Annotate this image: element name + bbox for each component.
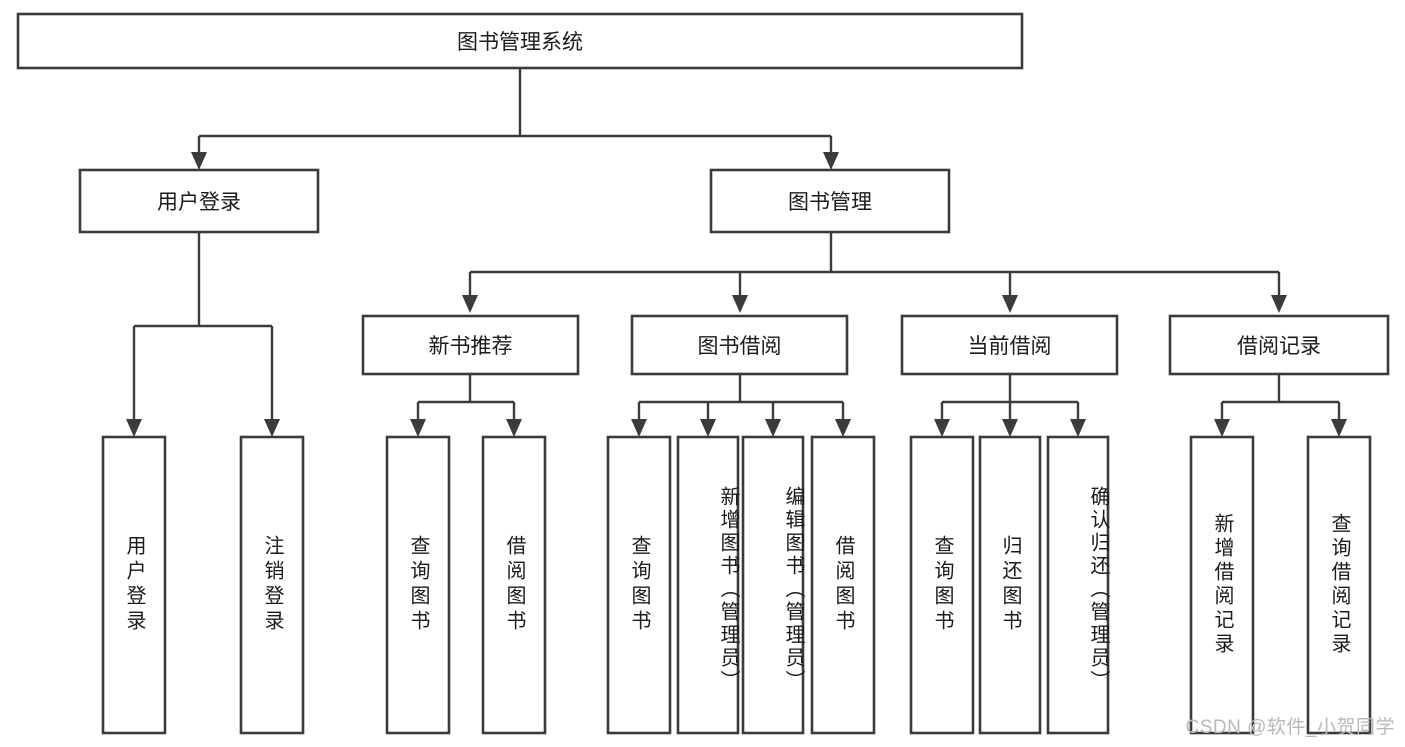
arrow-cb-leaf-2 bbox=[1002, 419, 1018, 437]
arrow-to-current-borrow bbox=[1002, 295, 1018, 313]
connector-current-borrow-bus bbox=[940, 374, 1080, 427]
connector-borrow-record-bus bbox=[1220, 374, 1341, 427]
arrow-bb-leaf-3 bbox=[765, 419, 781, 437]
node-new-book-recommend[interactable] bbox=[361, 314, 580, 376]
arrow-cb-leaf-3 bbox=[1070, 419, 1086, 437]
connector-user-login-bus bbox=[132, 232, 274, 427]
leaf-box-edit-book-admin[interactable] bbox=[741, 435, 805, 735]
leaf-box-query-book-cb[interactable] bbox=[909, 435, 975, 735]
arrow-br-leaf-1 bbox=[1214, 419, 1230, 437]
arrow-bb-leaf-4 bbox=[835, 419, 851, 437]
connector-new-book-bus bbox=[416, 374, 516, 427]
node-current-borrow[interactable] bbox=[900, 314, 1119, 376]
leaf-box-add-book-admin[interactable] bbox=[676, 435, 740, 735]
watermark-text: CSDN @软件_小贺同学 bbox=[1185, 717, 1395, 738]
arrow-nb-leaf-2 bbox=[506, 419, 522, 437]
leaf-box-query-book-bb[interactable] bbox=[606, 435, 672, 735]
node-root[interactable] bbox=[16, 12, 1024, 70]
leaf-box-logout[interactable] bbox=[239, 435, 305, 735]
connector-book-borrow-bus bbox=[637, 374, 845, 427]
leaf-box-confirm-return-admin[interactable] bbox=[1046, 435, 1110, 735]
arrow-to-borrow-record bbox=[1271, 295, 1287, 313]
arrow-bb-leaf-2 bbox=[700, 419, 716, 437]
arrow-to-new-book bbox=[462, 295, 478, 313]
node-book-borrow[interactable] bbox=[630, 314, 849, 376]
node-user-login[interactable] bbox=[78, 168, 320, 234]
arrow-cb-leaf-1 bbox=[934, 419, 950, 437]
node-book-management[interactable] bbox=[709, 168, 951, 234]
arrow-to-book-borrow bbox=[732, 295, 748, 313]
leaf-box-add-borrow-record[interactable] bbox=[1189, 435, 1255, 735]
leaf-box-return-book[interactable] bbox=[978, 435, 1042, 735]
leaf-box-borrow-book-bb[interactable] bbox=[810, 435, 876, 735]
arrow-to-user-login bbox=[191, 152, 207, 170]
arrow-to-book-mgmt bbox=[823, 152, 839, 170]
leaf-box-user-login[interactable] bbox=[101, 435, 167, 735]
connector-root-bus bbox=[197, 68, 833, 160]
connector-book-mgmt-bus bbox=[468, 232, 1281, 303]
leaf-box-query-book-nb[interactable] bbox=[385, 435, 451, 735]
arrow-br-leaf-2 bbox=[1331, 419, 1347, 437]
leaf-box-query-borrow-record[interactable] bbox=[1306, 435, 1372, 735]
leaf-box-borrow-book-nb[interactable] bbox=[481, 435, 547, 735]
arrow-to-leaf-user-login bbox=[126, 419, 142, 437]
arrow-bb-leaf-1 bbox=[631, 419, 647, 437]
arrow-nb-leaf-1 bbox=[410, 419, 426, 437]
arrow-to-leaf-logout bbox=[264, 419, 280, 437]
node-borrow-record[interactable] bbox=[1168, 314, 1390, 376]
